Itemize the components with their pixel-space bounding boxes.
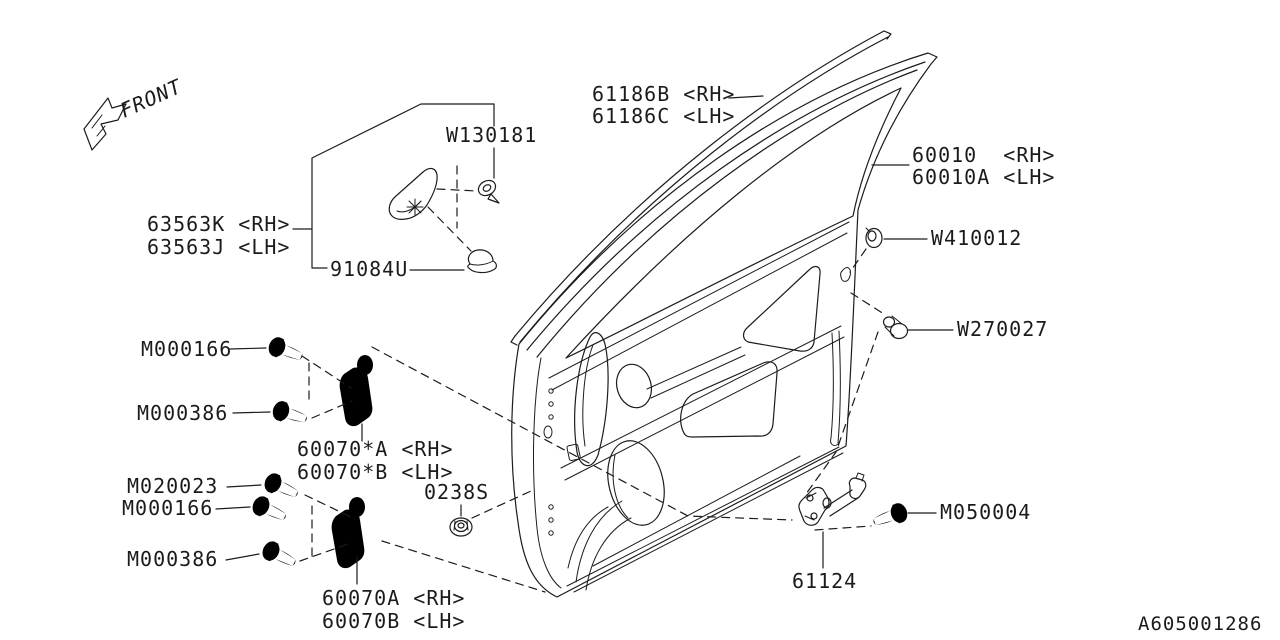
label-clip-w130181: W130181: [446, 123, 537, 147]
label-hinge-lower-rh: 60070A <RH>: [322, 586, 465, 610]
label-bolt-m000166-lower: M000166: [122, 496, 213, 520]
weatherstrip-art: [510, 30, 892, 346]
bolt-m000386-upper-art: [270, 399, 310, 429]
nut-0238s-art: [449, 517, 473, 537]
front-arrow-icon: [83, 97, 127, 151]
label-rear-grommet: W410012: [931, 226, 1022, 250]
label-rear-plug: W270027: [957, 317, 1048, 341]
cone-grommet-art: [467, 249, 497, 274]
label-weatherstrip-rh: 61186B <RH>: [592, 82, 735, 106]
upper-hinge-art: [339, 355, 373, 427]
door-check-art: [798, 472, 867, 526]
label-bolt-m020023: M020023: [127, 474, 218, 498]
lower-hinge-art: [331, 497, 365, 569]
clip-art: [477, 179, 500, 204]
label-weatherstrip-lh: 61186C <LH>: [592, 104, 735, 128]
drawing-number: A605001286: [1138, 613, 1262, 635]
label-hinge-lower-lh: 60070B <LH>: [322, 609, 465, 633]
bolt-m000386-lower-art: [259, 538, 300, 573]
label-bolt-m000166-upper: M000166: [141, 337, 232, 361]
front-marker-label: FRONT: [116, 74, 186, 123]
label-bolt-m050004: M050004: [940, 500, 1031, 524]
bolt-m050004-art: [870, 500, 910, 532]
label-corner-trim-lh: 63563J <LH>: [147, 235, 290, 259]
label-hinge-upper-lh: 60070*B <LH>: [297, 460, 454, 484]
leader-lines: [215, 95, 954, 585]
label-nut-0238s: 0238S: [424, 480, 489, 504]
label-door-panel-rh: 60010 <RH>: [912, 143, 1055, 167]
label-door-panel-lh: 60010A <LH>: [912, 165, 1055, 189]
rear-grommet-art: [865, 227, 883, 249]
bolt-m000166-lower-art: [249, 493, 290, 527]
bolt-m000166-upper-art: [265, 334, 306, 367]
door-panel-art: [511, 52, 938, 598]
label-bolt-m000386-lower: M000386: [127, 547, 218, 571]
label-hinge-upper-rh: 60070*A <RH>: [297, 437, 454, 461]
dashed-lines: [299, 165, 885, 593]
corner-trim-art: [388, 167, 438, 220]
label-cone-grommet: 91084U: [330, 257, 408, 281]
label-bolt-m000386-upper: M000386: [137, 401, 228, 425]
rear-plug-art: [882, 315, 909, 340]
label-corner-trim-rh: 63563K <RH>: [147, 212, 290, 236]
label-door-check: 61124: [792, 569, 857, 593]
